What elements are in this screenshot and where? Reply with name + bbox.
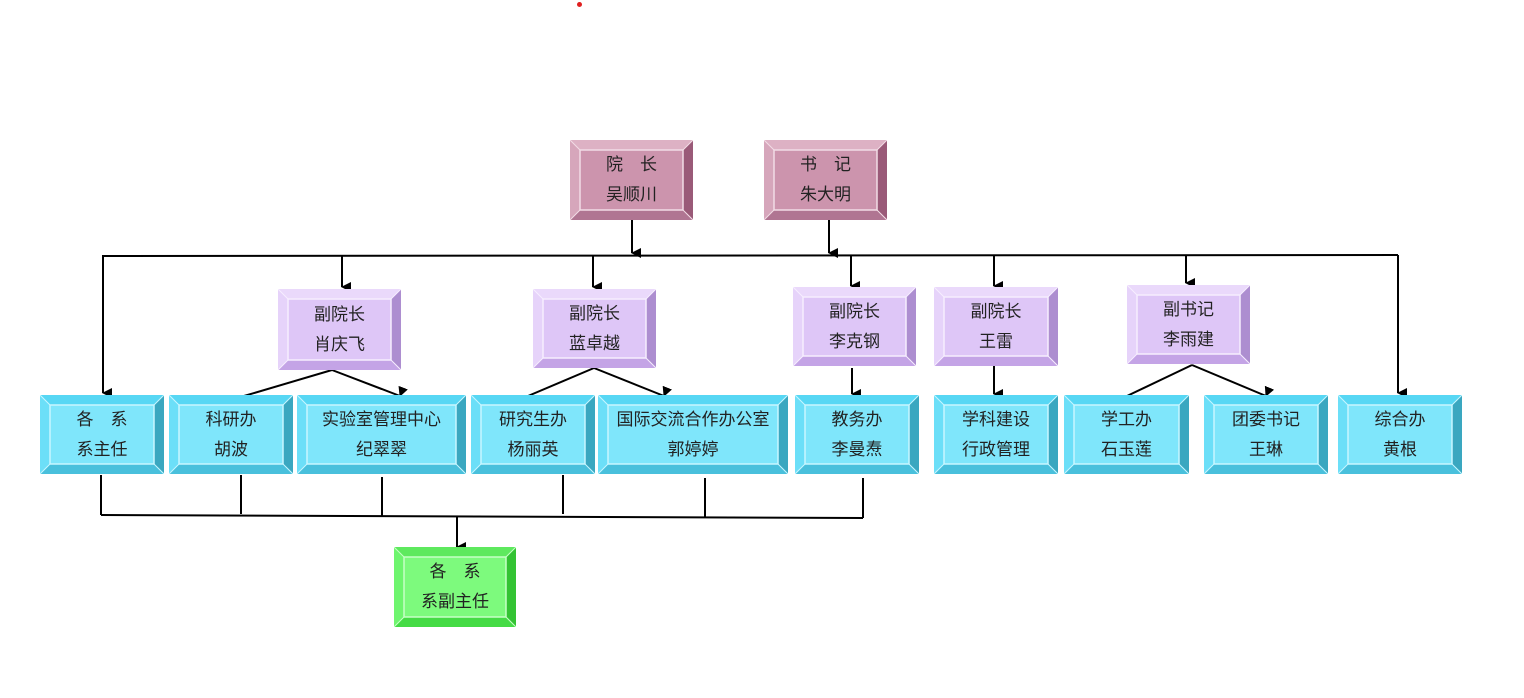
node-title: 各 系: [429, 562, 481, 582]
node-name: 胡波: [214, 439, 248, 460]
node-graduate-office: 研究生办杨丽英: [471, 395, 595, 474]
node-secretary: 书 记朱大明: [764, 140, 887, 220]
node-name: 黄根: [1383, 439, 1417, 460]
node-name: 李克钢: [829, 331, 880, 352]
box-bevel: [297, 395, 466, 474]
node-name: 吴顺川: [606, 185, 657, 205]
node-dean: 院 长吴顺川: [570, 140, 693, 220]
box-bevel: [533, 289, 656, 368]
node-title: 科研办: [205, 409, 257, 430]
connector-vp2-grad: [526, 367, 595, 407]
box-bevel: [1127, 285, 1250, 364]
box-bevel: [934, 395, 1058, 474]
box-bevel: [394, 547, 516, 627]
node-name: 石玉莲: [1101, 439, 1152, 460]
connector-deputy-sec-youth: [1191, 364, 1275, 397]
connector-vp2-intl: [593, 367, 672, 397]
node-deputy-secretary: 副书记李雨建: [1127, 285, 1250, 364]
node-name: 朱大明: [800, 185, 851, 205]
node-title: 副院长: [314, 304, 365, 325]
node-title: 书 记: [800, 155, 851, 175]
node-name: 蓝卓越: [569, 333, 620, 354]
node-vp4: 副院长王雷: [934, 287, 1058, 366]
node-research-office: 科研办胡波: [169, 395, 293, 474]
node-lab-center: 实验室管理中心纪翠翠: [297, 395, 466, 474]
node-name: 纪翠翠: [356, 439, 407, 460]
node-name: 李雨建: [1163, 329, 1214, 350]
box-bevel: [570, 140, 693, 220]
node-name: 系副主任: [421, 592, 489, 612]
node-title: 副书记: [1163, 299, 1214, 320]
connector-main-bus: [101, 254, 1399, 257]
box-bevel: [793, 287, 916, 366]
node-name: 王琳: [1249, 439, 1283, 460]
node-name: 行政管理: [962, 439, 1030, 460]
node-title: 学科建设: [962, 409, 1030, 430]
box-bevel: [1338, 395, 1462, 474]
box-bevel: [795, 395, 919, 474]
box-bevel: [40, 395, 164, 474]
box-bevel: [1204, 395, 1328, 474]
node-title: 院 长: [606, 155, 657, 175]
node-title: 教务办: [831, 409, 883, 430]
node-name: 郭婷婷: [667, 439, 719, 460]
node-name: 杨丽英: [507, 439, 559, 460]
box-bevel: [1064, 395, 1189, 474]
node-general-office: 综合办黄根: [1338, 395, 1462, 474]
node-discipline-office: 学科建设行政管理: [934, 395, 1058, 474]
node-vp3: 副院长李克钢: [793, 287, 916, 366]
node-deputy-dept-heads: 各 系系副主任: [394, 547, 516, 627]
box-bevel: [934, 287, 1058, 366]
box-bevel: [598, 395, 788, 474]
node-title: 综合办: [1374, 409, 1426, 430]
node-name: 肖庆飞: [314, 334, 365, 355]
node-title: 实验室管理中心: [322, 409, 441, 430]
connector-bottom-bus: [100, 514, 864, 519]
node-title: 团委书记: [1232, 409, 1300, 430]
box-bevel: [169, 395, 293, 474]
node-name: 王雷: [979, 331, 1013, 352]
node-dept-heads: 各 系系主任: [40, 395, 164, 474]
red-marker-dot: [577, 2, 582, 7]
connector-deputy-sec-student: [1126, 364, 1193, 407]
node-vp2: 副院长蓝卓越: [533, 289, 656, 368]
connector-vp1-lab: [331, 369, 408, 397]
node-title: 副院长: [829, 301, 880, 322]
node-name: 系主任: [76, 439, 128, 460]
node-title: 研究生办: [499, 409, 567, 430]
box-bevel: [471, 395, 595, 474]
node-international-office: 国际交流合作办公室郭婷婷: [598, 395, 788, 474]
node-title: 国际交流合作办公室: [616, 409, 770, 430]
node-title: 学工办: [1101, 409, 1152, 430]
box-bevel: [278, 289, 401, 370]
node-title: 副院长: [970, 301, 1022, 322]
node-title: 副院长: [569, 303, 620, 324]
node-student-affairs: 学工办石玉莲: [1064, 395, 1189, 474]
node-title: 各 系: [76, 409, 128, 430]
node-youth-league: 团委书记王琳: [1204, 395, 1328, 474]
connector-vp1-research: [241, 369, 333, 407]
node-academic-office: 教务办李曼焘: [795, 395, 919, 474]
box-bevel: [764, 140, 887, 220]
node-vp1: 副院长肖庆飞: [278, 289, 401, 370]
node-name: 李曼焘: [831, 439, 883, 460]
